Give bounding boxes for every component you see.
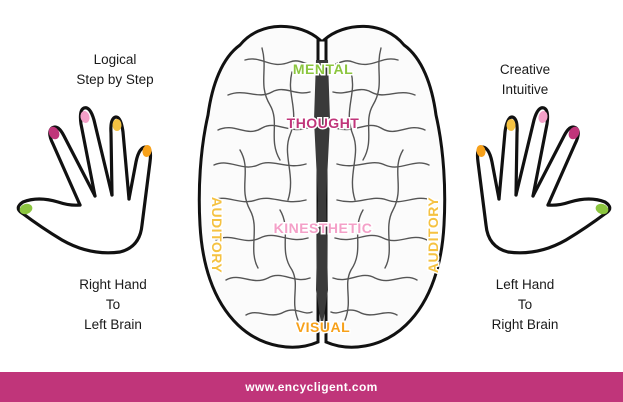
finger-dot-visual xyxy=(142,145,152,157)
trait-intuitive: Intuitive xyxy=(501,82,549,97)
left-hand-icon xyxy=(16,106,153,255)
trait-step-by-step: Step by Step xyxy=(76,72,154,87)
caption-right-hand: Right Hand xyxy=(79,277,147,292)
left-hand-traits: Logical Step by Step xyxy=(60,50,170,90)
right-hand-caption: Left Hand To Right Brain xyxy=(475,275,575,335)
finger-dot-kinesthetic xyxy=(80,111,90,123)
caption-left-brain: Left Brain xyxy=(84,317,142,332)
finger-dot-mental xyxy=(19,203,33,215)
caption-left-hand: Left Hand xyxy=(495,277,555,292)
finger-dot-auditory xyxy=(112,119,122,131)
diagram-canvas: MENTAL THOUGHT KINESTHETIC VISUAL AUDITO… xyxy=(16,24,612,349)
right-hand-traits: Creative Intuitive xyxy=(470,60,580,100)
label-thought: THOUGHT xyxy=(287,115,360,131)
trait-logical: Logical xyxy=(93,52,137,67)
label-visual: VISUAL xyxy=(296,319,350,335)
right-hand-icon xyxy=(475,106,612,255)
label-auditory-left: AUDITORY xyxy=(209,197,225,274)
caption-to: To xyxy=(105,297,121,312)
footer-url[interactable]: www.encycligent.com xyxy=(0,372,623,402)
label-kinesthetic: KINESTHETIC xyxy=(274,220,373,236)
trait-creative: Creative xyxy=(499,62,551,77)
finger-dot-thought xyxy=(48,126,60,140)
brain-icon xyxy=(197,24,447,349)
left-hand-caption: Right Hand To Left Brain xyxy=(58,275,168,335)
caption-right-brain: Right Brain xyxy=(491,317,559,332)
label-auditory-right: AUDITORY xyxy=(425,197,441,274)
label-mental: MENTAL xyxy=(293,61,353,77)
caption-to: To xyxy=(517,297,533,312)
